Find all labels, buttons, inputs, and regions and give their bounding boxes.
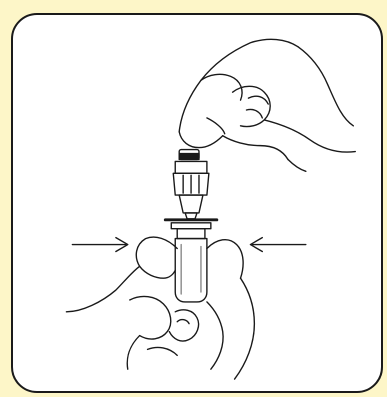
syringe-connector (173, 150, 209, 219)
vial-adapter (165, 220, 216, 229)
lower-hand (66, 237, 254, 379)
vial (175, 229, 207, 302)
arrow-right-icon (72, 238, 127, 252)
arrow-left-icon (250, 238, 305, 252)
syringe-vial-illustration (13, 15, 381, 391)
illustration-panel (11, 13, 383, 393)
upper-hand (179, 39, 355, 171)
